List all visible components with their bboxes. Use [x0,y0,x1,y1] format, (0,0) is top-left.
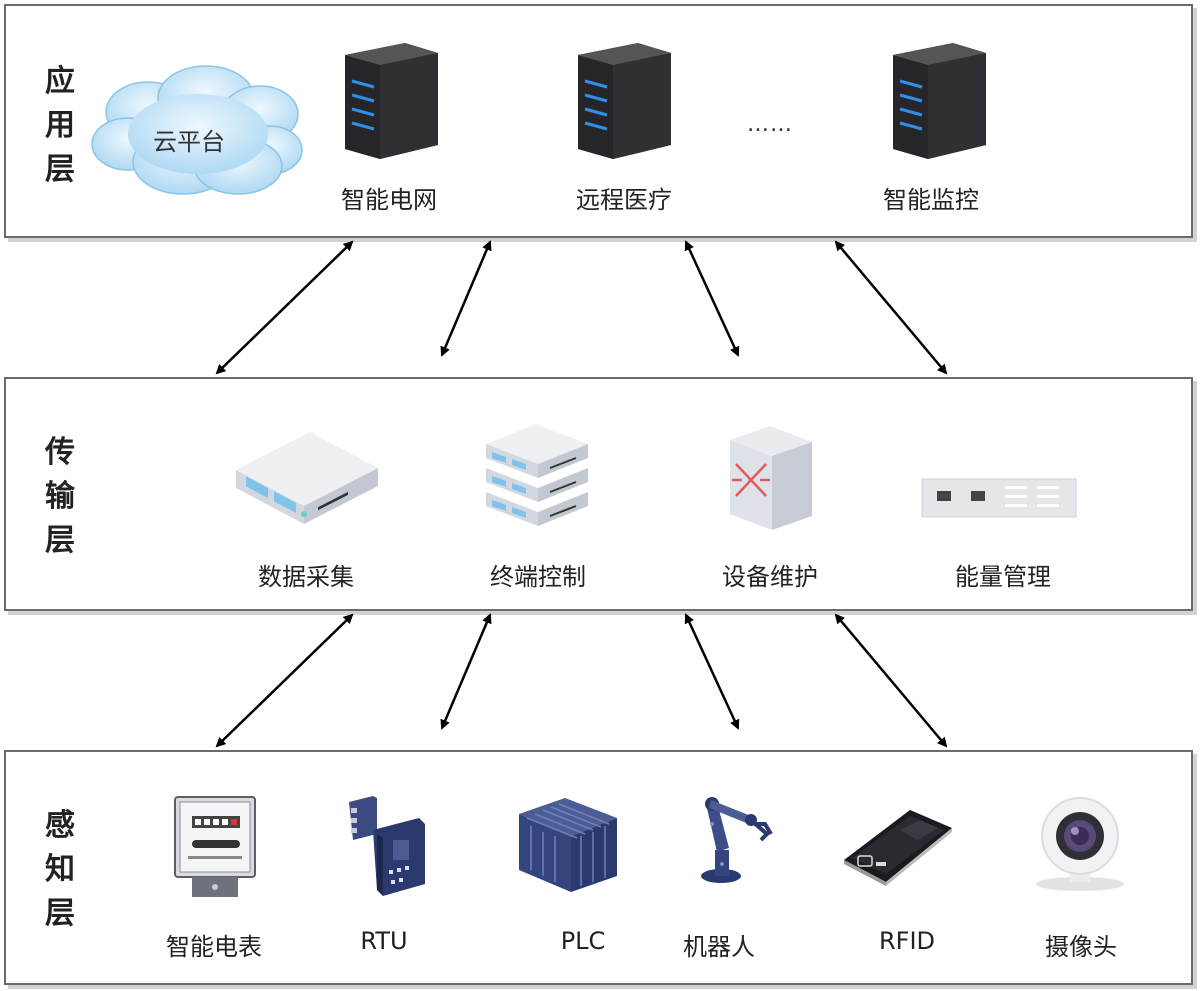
perception-layer-title: 感 知 层 [40,804,80,936]
rfid-reader-icon [844,810,952,886]
rack-device-icon [236,432,378,524]
cloud-icon [91,65,303,195]
sense-item-label-robot: 机器人 [683,933,755,961]
app-item-label-telemedicine: 远程医疗 [576,186,672,214]
robot-arm-icon [701,797,773,883]
rtu-board-icon [349,796,425,896]
ellipsis: …… [747,112,793,137]
webcam-icon [1036,797,1124,891]
sense-item-label-rfid: RFID [878,927,936,955]
electric-meter-icon [174,796,256,897]
switch-icon [730,426,812,530]
patch-panel-icon [921,478,1077,518]
arrow-trans-sense-1 [215,613,354,748]
trans-item-label-equipment-maintenance: 设备维护 [722,563,818,591]
trans-item-label-data-collection: 数据采集 [258,563,354,591]
server-tower-icon [893,43,986,159]
title-char: 传 [45,435,75,470]
transport-layer-title: 传 输 层 [40,431,80,563]
arrow-trans-sense-3 [684,613,740,730]
arrow-app-trans-2 [440,240,492,357]
title-char: 层 [45,152,75,187]
title-char: 用 [45,108,75,143]
stacked-servers-icon [486,424,588,526]
sense-item-label-camera: 摄像头 [1045,933,1117,961]
trans-item-label-terminal-control: 终端控制 [490,563,586,591]
sense-item-label-smart-meter: 智能电表 [166,933,262,961]
server-tower-icon [345,43,438,159]
cloud-platform-label: 云平台 [153,128,225,156]
sense-item-label-plc: PLC [560,927,606,955]
title-char: 感 [45,808,75,843]
arrow-trans-sense-4 [834,613,948,748]
title-char: 输 [45,479,75,514]
sense-item-label-rtu: RTU [360,927,408,955]
arrow-app-trans-3 [684,240,740,357]
title-char: 层 [45,523,75,558]
trans-item-label-energy-management: 能量管理 [955,563,1051,591]
plc-icon [519,798,617,892]
application-layer-title: 应 用 层 [40,60,80,192]
server-tower-icon [578,43,671,159]
app-item-label-smart-monitoring: 智能监控 [883,186,979,214]
title-char: 应 [45,64,75,99]
arrow-app-trans-4 [834,240,948,375]
arrow-trans-sense-2 [440,613,492,730]
title-char: 层 [45,896,75,931]
title-char: 知 [45,852,75,887]
arrow-app-trans-1 [215,240,354,375]
app-item-label-smart-grid: 智能电网 [341,186,437,214]
